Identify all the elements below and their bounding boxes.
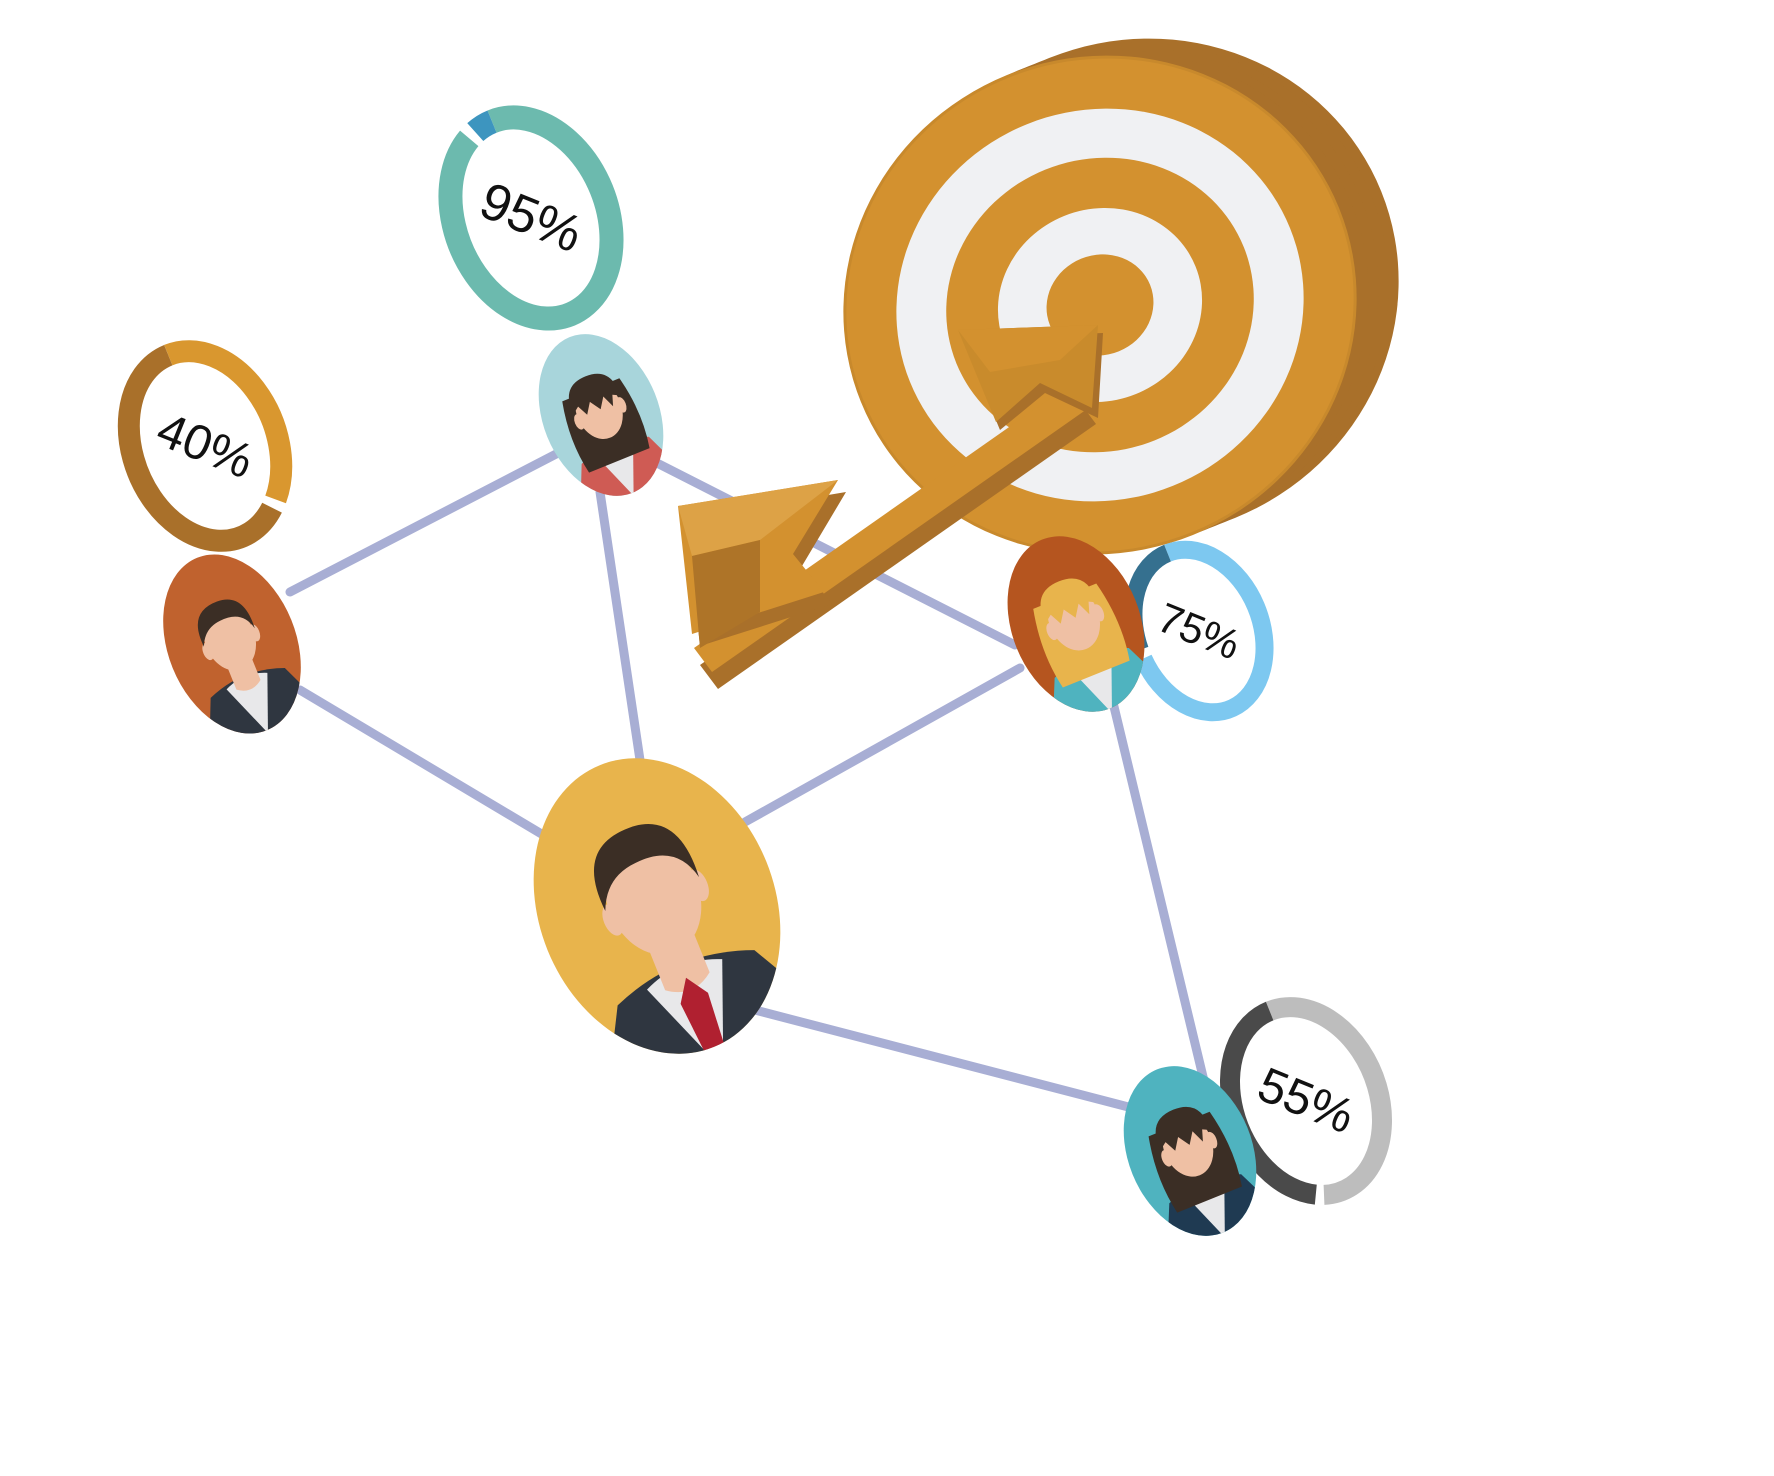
gauge-remainder-arc	[117, 344, 282, 552]
gauge-remainder-arc	[467, 110, 498, 142]
gauge-40	[117, 340, 293, 552]
avatar-hair-front	[593, 824, 700, 911]
gauge-track-arc	[164, 340, 293, 504]
connection-line	[285, 447, 565, 597]
avatar-woman-blonde[interactable]	[983, 516, 1172, 737]
connection-line	[595, 487, 645, 765]
avatar-hair-front	[568, 373, 621, 415]
avatar-hair-front	[197, 599, 255, 647]
gauge-track-arc	[1135, 540, 1274, 722]
gauge-95	[438, 105, 624, 331]
connection-line	[295, 685, 565, 850]
avatar-hair-front	[1155, 1106, 1211, 1151]
avatar-man-left[interactable]	[138, 534, 327, 757]
connection-line	[740, 663, 1025, 827]
avatar-man-center[interactable]	[491, 721, 833, 1114]
connection-line	[1105, 685, 1210, 1090]
avatar-woman-top[interactable]	[516, 315, 688, 517]
gauge-track-arc	[1265, 997, 1393, 1205]
target-arrow	[678, 325, 1103, 689]
avatar-necktie	[680, 977, 730, 1067]
target-board-shading	[840, 52, 1360, 558]
avatar-hair-front	[1040, 578, 1098, 624]
avatar-portrait	[197, 599, 325, 754]
avatar-portrait	[1148, 1106, 1279, 1256]
connection-line	[750, 1005, 1145, 1115]
gauge-track-arc	[438, 105, 624, 331]
avatar-woman-bottom[interactable]	[1100, 1046, 1283, 1260]
avatar-portrait	[562, 373, 685, 514]
